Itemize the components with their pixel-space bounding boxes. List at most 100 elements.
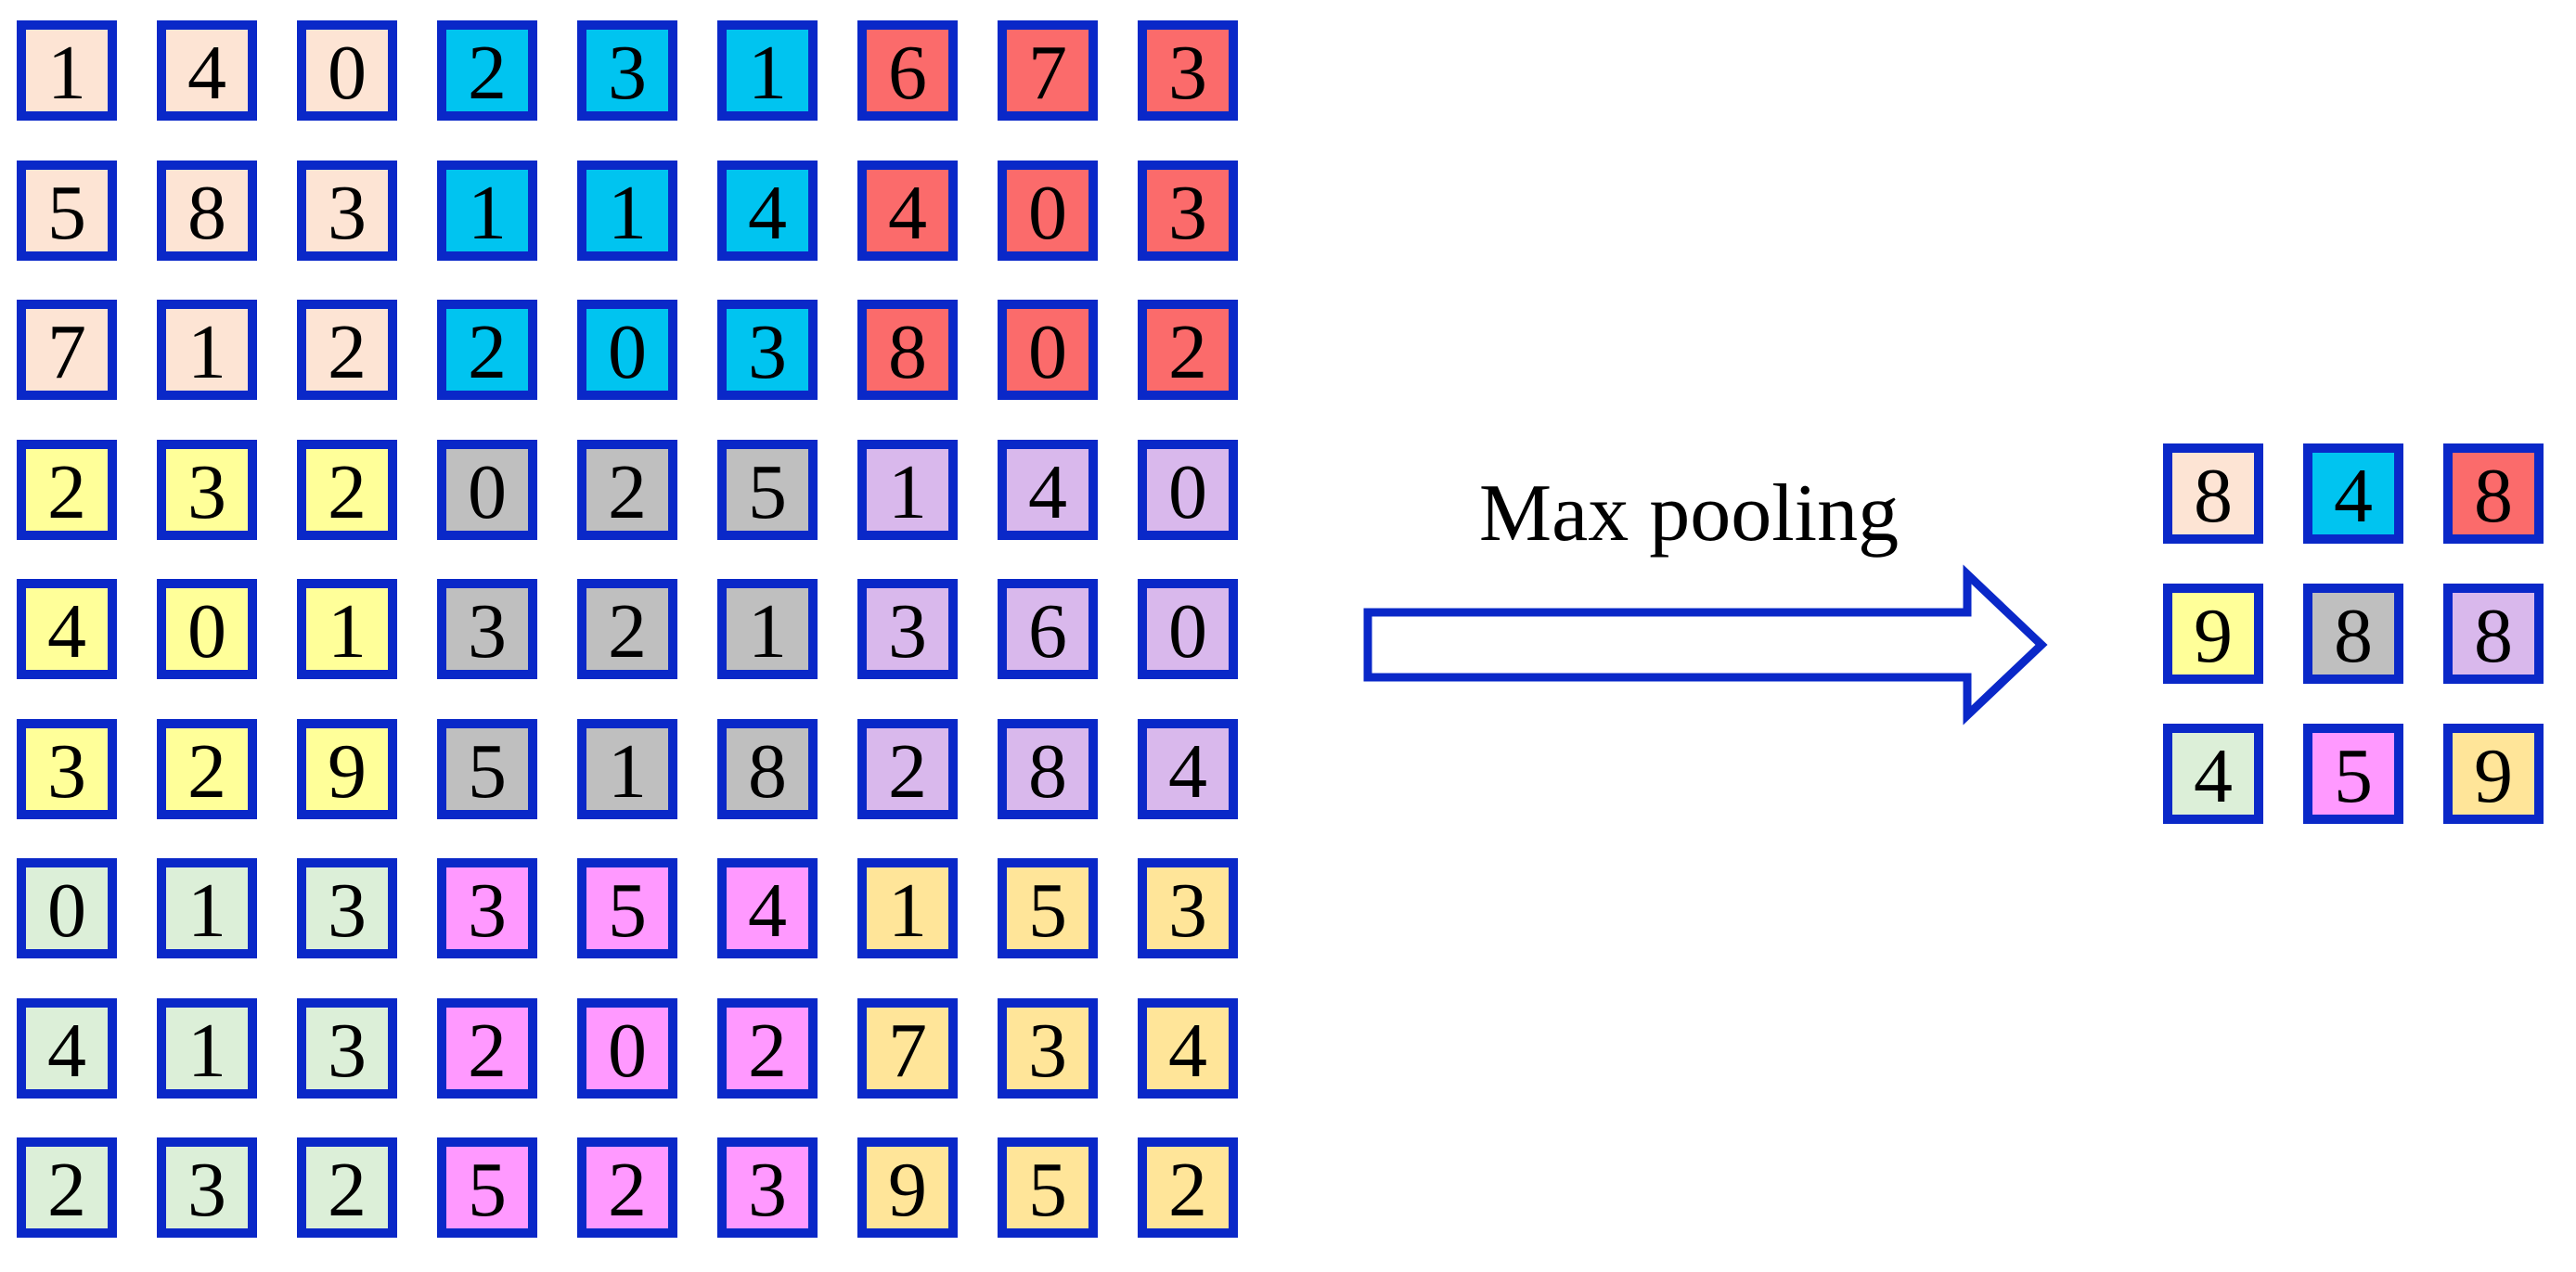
cell-value: 4 [748,867,787,954]
cell-value: 5 [468,1147,507,1233]
input-cell: 2 [437,998,537,1099]
input-cell: 5 [17,161,117,261]
input-cell: 3 [998,998,1098,1099]
cell-value: 6 [1028,588,1067,675]
cell-value: 4 [47,1008,86,1094]
cell-value: 7 [888,1008,927,1094]
cell-value: 0 [47,867,86,954]
input-cell: 2 [297,440,397,540]
cell-value: 0 [1168,588,1207,675]
input-cell: 5 [437,719,537,819]
input-cell: 7 [17,300,117,400]
cell-value: 5 [47,170,86,256]
cell-value: 2 [1168,1147,1207,1233]
input-cell: 4 [1138,719,1238,819]
output-cell: 5 [2303,724,2403,824]
input-cell: 2 [437,20,537,121]
cell-value: 1 [187,867,226,954]
cell-value: 4 [47,588,86,675]
cell-value: 8 [748,728,787,815]
input-cell: 3 [17,719,117,819]
cell-value: 5 [608,867,647,954]
cell-value: 8 [187,170,226,256]
input-cell: 5 [717,440,818,540]
input-cell: 4 [17,998,117,1099]
arrow-label: Max pooling [1478,469,1900,559]
input-cell: 0 [577,998,677,1099]
cell-value: 2 [1168,309,1207,395]
input-cell: 2 [297,300,397,400]
input-cell: 3 [297,161,397,261]
cell-value: 2 [47,449,86,535]
input-cell: 8 [717,719,818,819]
cell-value: 8 [1028,728,1067,815]
cell-value: 8 [888,309,927,395]
cell-value: 0 [328,30,367,116]
cell-value: 2 [328,309,367,395]
cell-value: 2 [748,1008,787,1094]
cell-value: 1 [187,309,226,395]
cell-value: 2 [187,728,226,815]
input-cell: 4 [717,161,818,261]
cell-value: 3 [748,1147,787,1233]
input-cell: 1 [857,858,958,958]
cell-value: 2 [468,1008,507,1094]
input-cell: 3 [1138,20,1238,121]
output-cell: 4 [2163,724,2263,824]
cell-value: 4 [2334,453,2373,539]
input-cell: 2 [437,300,537,400]
input-cell: 4 [998,440,1098,540]
cell-value: 2 [608,449,647,535]
cell-value: 2 [608,588,647,675]
cell-value: 5 [1028,1147,1067,1233]
input-cell: 8 [157,161,257,261]
cell-value: 3 [187,1147,226,1233]
cell-value: 3 [328,170,367,256]
cell-value: 0 [1168,449,1207,535]
output-cell: 4 [2303,443,2403,544]
input-cell: 1 [157,858,257,958]
cell-value: 1 [608,728,647,815]
cell-value: 2 [47,1147,86,1233]
cell-value: 0 [1028,309,1067,395]
input-cell: 4 [157,20,257,121]
input-cell: 4 [17,579,117,679]
input-cell: 6 [857,20,958,121]
input-cell: 3 [437,858,537,958]
cell-value: 7 [1028,30,1067,116]
cell-value: 1 [468,170,507,256]
cell-value: 3 [328,1008,367,1094]
cell-value: 4 [187,30,226,116]
cell-value: 4 [1168,1008,1207,1094]
input-cell: 8 [998,719,1098,819]
input-cell: 1 [437,161,537,261]
cell-value: 0 [1028,170,1067,256]
input-cell: 3 [297,998,397,1099]
cell-value: 4 [1028,449,1067,535]
input-cell: 3 [717,1137,818,1238]
input-cell: 4 [857,161,958,261]
input-cell: 4 [717,858,818,958]
cell-value: 3 [47,728,86,815]
cell-value: 1 [888,867,927,954]
input-cell: 3 [1138,858,1238,958]
cell-value: 0 [608,1008,647,1094]
input-cell: 7 [998,20,1098,121]
input-cell: 3 [437,579,537,679]
cell-value: 8 [2194,453,2233,539]
input-cell: 1 [717,20,818,121]
input-cell: 5 [998,858,1098,958]
input-cell: 9 [857,1137,958,1238]
cell-value: 1 [608,170,647,256]
cell-value: 2 [328,1147,367,1233]
input-cell: 0 [1138,579,1238,679]
cell-value: 1 [748,588,787,675]
input-cell: 3 [857,579,958,679]
input-cell: 7 [857,998,958,1099]
input-cell: 1 [577,161,677,261]
input-cell: 0 [17,858,117,958]
cell-value: 9 [888,1147,927,1233]
input-cell: 0 [998,300,1098,400]
input-cell: 0 [577,300,677,400]
